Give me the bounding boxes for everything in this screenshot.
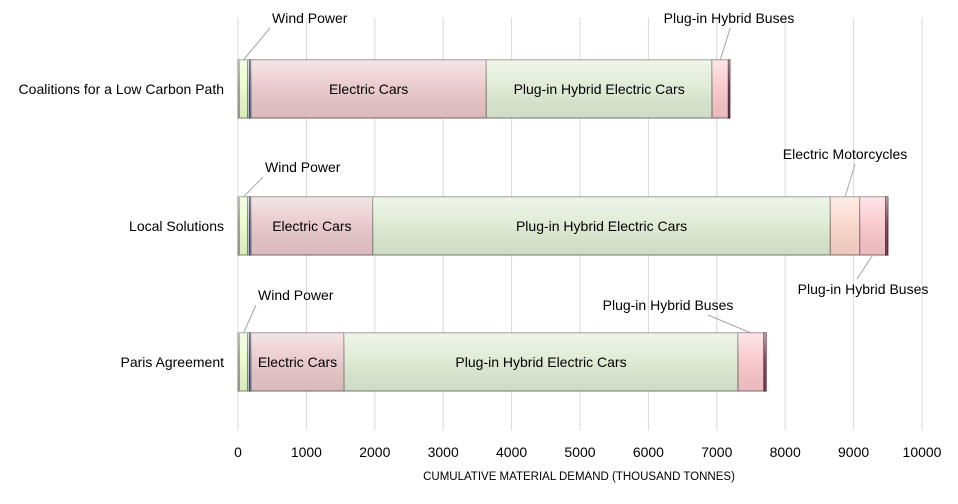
bar-segment-wind-power <box>238 332 249 392</box>
callout-leader-line <box>243 176 264 198</box>
bar-segment-label: Electric Cars <box>272 218 351 234</box>
callout-leader-line <box>844 163 856 198</box>
callout-label: Wind Power <box>258 287 334 303</box>
x-tick-label: 0 <box>234 444 242 460</box>
callout-label: Plug-in Hybrid Buses <box>664 10 795 26</box>
y-category-label: Paris Agreement <box>121 354 225 370</box>
bar-segment-plug-in-hybrid-buses <box>711 59 730 119</box>
bar-segment-plug-in-hybrid-buses <box>859 196 887 256</box>
callout-leader-line <box>719 27 731 61</box>
bar-segment-wind-power <box>238 196 249 256</box>
x-tick-label: 4000 <box>496 444 527 460</box>
x-tick-label: 8000 <box>770 444 801 460</box>
x-axis-title: CUMULATIVE MATERIAL DEMAND (THOUSAND TON… <box>423 471 735 483</box>
x-tick-label: 10000 <box>903 444 942 460</box>
callout-label: Plug-in Hybrid Buses <box>798 281 929 297</box>
bar-segment-label: Electric Cars <box>258 354 337 370</box>
y-category-label: Coalitions for a Low Carbon Path <box>19 81 224 97</box>
callout-leader-line <box>856 254 874 280</box>
callout-leader-line <box>243 304 257 334</box>
x-tick-label: 6000 <box>633 444 664 460</box>
callout-label: Wind Power <box>265 159 341 175</box>
callout-label: Electric Motorcycles <box>783 146 907 162</box>
bar-segment-electric-motorcycles <box>829 196 861 256</box>
bar-segment-wind-power <box>238 59 249 119</box>
bar-segment-minor-segment <box>727 59 731 119</box>
x-tick-label: 2000 <box>359 444 390 460</box>
x-axis-ticks: 0 1000 2000 3000 4000 5000 6000 7000 8000 9000 100… <box>234 444 942 460</box>
bar-segment-label: Plug-in Hybrid Electric Cars <box>516 218 687 234</box>
x-tick-label: 9000 <box>838 444 869 460</box>
callout-leader-line <box>707 314 752 334</box>
bar-segment-minor-segment <box>763 332 767 392</box>
bar-segment-label: Electric Cars <box>329 81 408 97</box>
callout-label: Plug-in Hybrid Buses <box>603 297 734 313</box>
x-tick-label: 1000 <box>291 444 322 460</box>
callout-label: Wind Power <box>272 10 348 26</box>
x-tick-label: 5000 <box>564 444 595 460</box>
bar-segment-plug-in-hybrid-buses <box>737 332 765 392</box>
bar-segment-minor-segment <box>885 196 889 256</box>
x-tick-label: 3000 <box>428 444 459 460</box>
callout-leader-line <box>243 27 271 61</box>
bar-segment-label: Plug-in Hybrid Electric Cars <box>514 81 685 97</box>
x-tick-label: 7000 <box>701 444 732 460</box>
y-category-label: Local Solutions <box>129 218 224 234</box>
bar-segment-label: Plug-in Hybrid Electric Cars <box>455 354 626 370</box>
